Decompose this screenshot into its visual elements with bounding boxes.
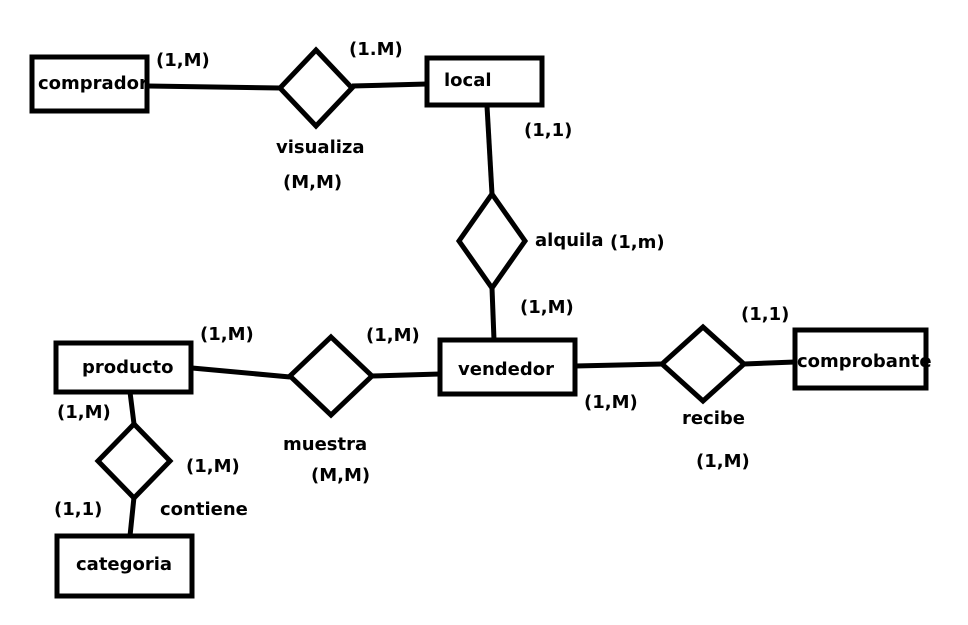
entity-categoria[interactable]: categoria (54, 533, 195, 599)
relationship-contiene-diamond[interactable] (94, 420, 174, 502)
line-contiene-categoria (127, 496, 137, 537)
line-comprador-visualiza (147, 83, 281, 91)
connector-lines (127, 81, 796, 537)
entity-categoria-box (54, 533, 195, 599)
relationship-visualiza-diamond[interactable] (276, 46, 356, 130)
cardinality-recibe-ratio: (1,M) (696, 451, 750, 472)
entity-producto[interactable]: producto (53, 340, 194, 395)
entity-comprador-box (29, 54, 150, 114)
entity-comprobante-box (792, 327, 929, 391)
entity-local-label: local (444, 70, 492, 91)
entity-vendedor[interactable]: vendedor (437, 337, 578, 397)
cardinality-vendedor-muestra: (1,M) (366, 325, 420, 346)
entity-local[interactable]: local (424, 55, 545, 108)
cardinality-vendedor-alquila: (1,M) (520, 297, 574, 318)
relationship-recibe-label: recibe (682, 408, 745, 429)
cardinality-contiene-ratio: (1,M) (186, 456, 240, 477)
cardinality-muestra-ratio: (M,M) (311, 465, 370, 486)
cardinality-alquila-ratio: (1,m) (610, 232, 665, 253)
cardinality-local-visualiza: (1.M) (349, 39, 403, 60)
cardinality-producto-muestra: (1,M) (200, 324, 254, 345)
entity-vendedor-box (437, 337, 578, 397)
entity-comprador-label: comprador (38, 73, 148, 94)
cardinality-local-alquila: (1,1) (524, 120, 572, 141)
entity-comprobante[interactable]: comprobante (792, 327, 932, 391)
entity-local-box (424, 55, 545, 108)
relationship-contiene-label: contiene (160, 499, 248, 520)
line-alquila-vendedor (489, 287, 497, 341)
entity-vendedor-label: vendedor (458, 359, 554, 380)
entity-comprobante-label: comprobante (797, 351, 932, 372)
entity-categoria-label: categoria (76, 554, 172, 575)
relationship-muestra-diamond[interactable] (286, 333, 376, 419)
entity-producto-label: producto (82, 357, 173, 378)
cardinality-vendedor-recibe: (1,M) (584, 392, 638, 413)
relationship-alquila-label: alquila (535, 230, 604, 251)
cardinality-producto-contiene: (1,M) (57, 402, 111, 423)
entity-comprador[interactable]: comprador (29, 54, 150, 114)
line-local-alquila (484, 105, 495, 195)
relationship-recibe-diamond[interactable] (658, 323, 748, 405)
line-vendedor-recibe (574, 361, 663, 369)
line-producto-muestra (191, 365, 291, 380)
relationship-alquila-diamond[interactable] (455, 189, 529, 293)
entity-producto-box (53, 340, 194, 395)
line-recibe-comprobante (743, 359, 796, 367)
relationship-visualiza-label: visualiza (276, 137, 365, 158)
cardinality-comprobante-recibe: (1,1) (741, 304, 789, 325)
line-producto-contiene (127, 391, 137, 425)
relationship-muestra-label: muestra (283, 434, 367, 455)
cardinality-categoria-contiene: (1,1) (54, 499, 102, 520)
cardinality-visualiza-ratio: (M,M) (283, 172, 342, 193)
line-visualiza-local (351, 81, 428, 89)
cardinality-comprador-visualiza: (1,M) (156, 50, 210, 71)
line-muestra-vendedor (371, 371, 441, 379)
